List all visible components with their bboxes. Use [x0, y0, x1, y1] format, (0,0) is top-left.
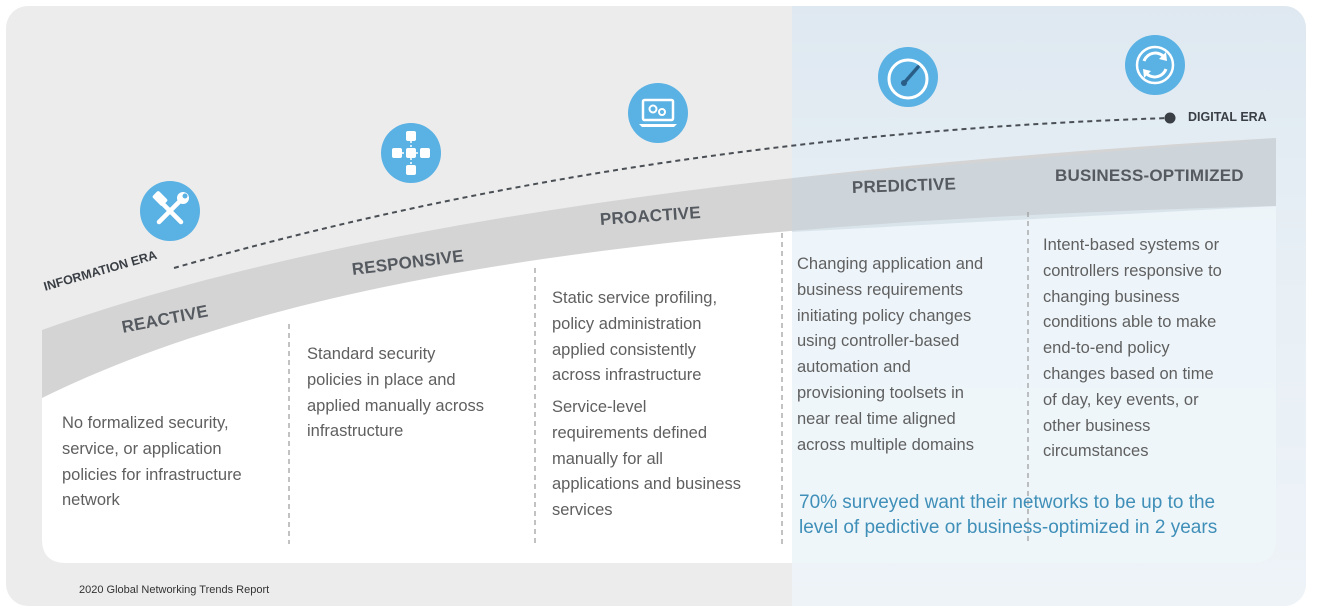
business-optimized-description: Intent-based systems or controllers resp… [1043, 236, 1222, 461]
responsive-description: Standard security policies in place and … [307, 345, 485, 441]
reactive-description: No formalized security, service, or appl… [62, 414, 242, 510]
predictive-description: Changing application and business requir… [797, 255, 984, 454]
progression-curve [173, 117, 1171, 269]
tools-icon [140, 181, 200, 241]
digital-era-label: DIGITAL ERA [1188, 110, 1267, 124]
proactive-description: Static service profiling, policy adminis… [552, 289, 718, 385]
diagram-background [42, 6, 1306, 606]
laptop-gears-icon [628, 83, 688, 143]
stage-name-business-optimized: BUSINESS-OPTIMIZED [1055, 166, 1244, 185]
diagram-frame: INFORMATION ERA DIGITAL ERA REACTIVE RES… [6, 6, 1306, 606]
proactive-description-service-level: Service-level requirements defined manua… [552, 398, 741, 520]
digital-era-dot [1164, 112, 1176, 124]
footer-source: 2020 Global Networking Trends Report [79, 584, 270, 596]
survey-highlight: 70% surveyed want their networks to be u… [799, 492, 1218, 538]
stage-name-predictive: PREDICTIVE [851, 174, 957, 197]
refresh-cycle-icon [1125, 35, 1185, 95]
network-nodes-icon [381, 123, 441, 183]
speedometer-icon [878, 47, 938, 107]
